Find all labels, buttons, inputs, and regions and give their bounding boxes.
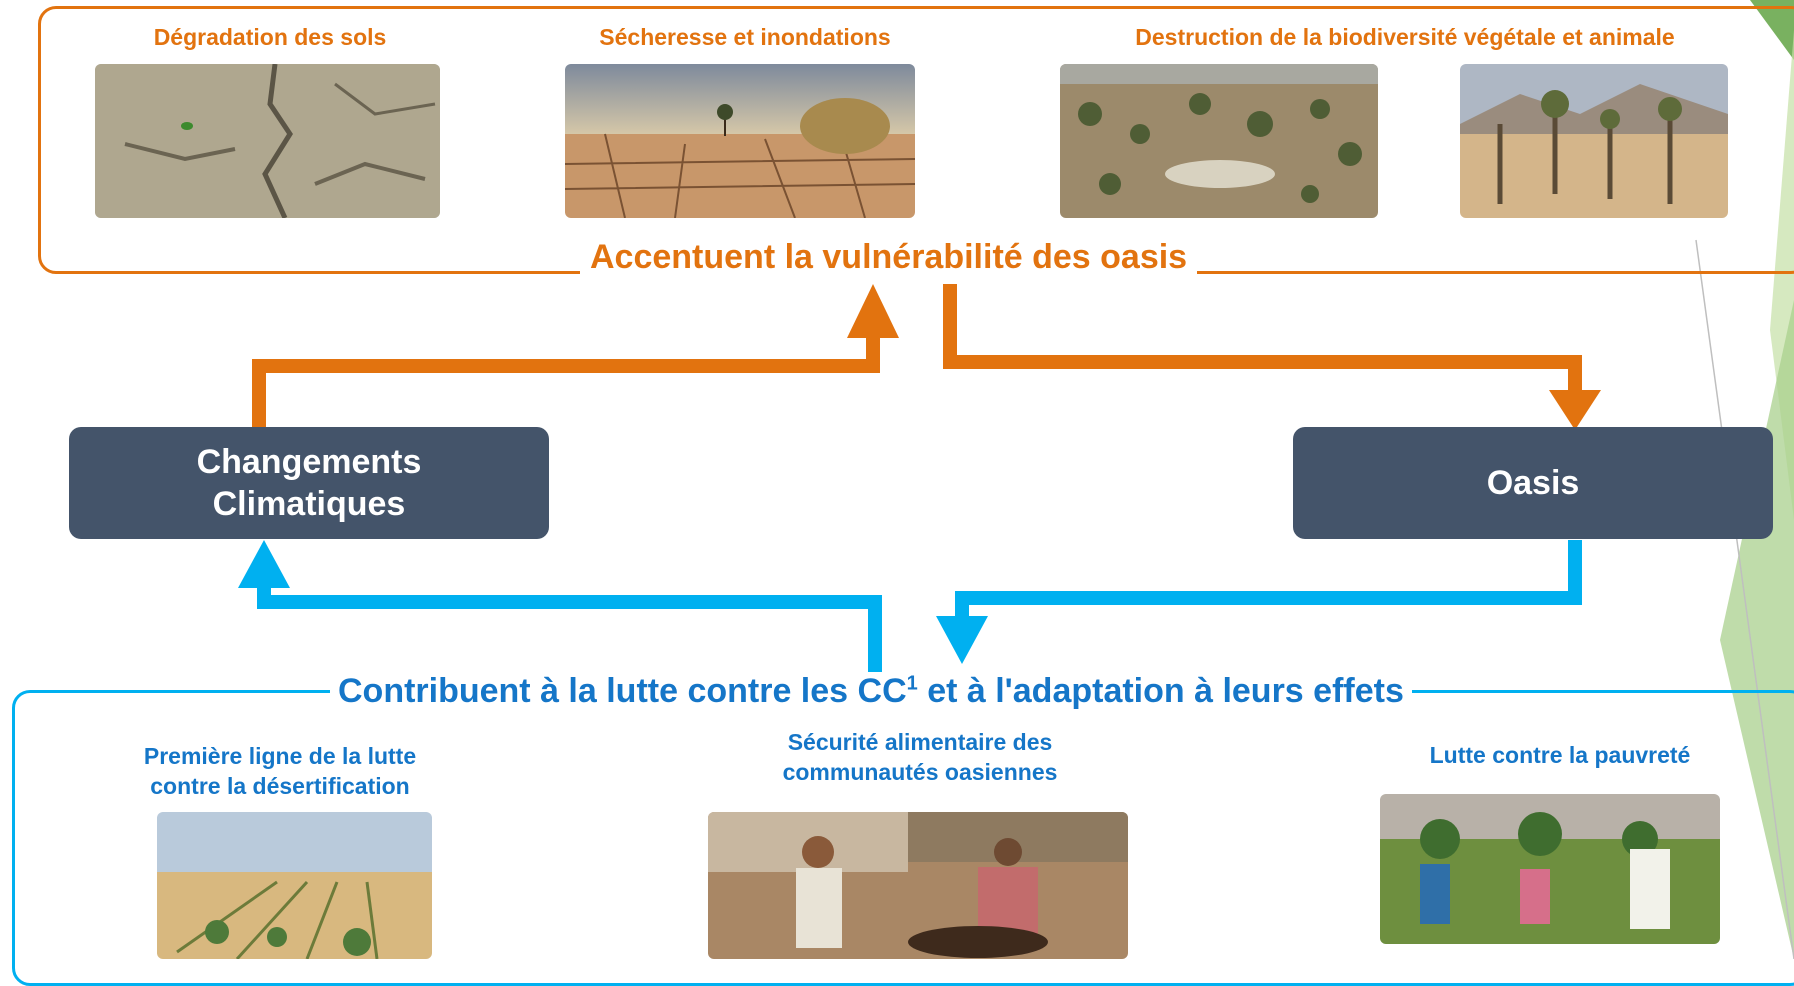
oasis-label: Oasis (1486, 463, 1580, 502)
bottom-headline: Contribuent à la lutte contre les CC1 et… (330, 672, 1412, 711)
climate-change-label: Changements Climatiques (196, 442, 422, 524)
drought-image (565, 64, 915, 218)
theme-decoration (1695, 0, 1794, 959)
soil-degradation-image (95, 64, 440, 218)
desert-animal-image (1060, 64, 1378, 218)
desertification-image (157, 812, 432, 959)
food-security-image (708, 812, 1128, 959)
climate-change-node: Changements Climatiques (69, 427, 549, 539)
dead-palms-image (1460, 64, 1728, 218)
bottom-item-label-poverty: Lutte contre la pauvreté (1429, 742, 1691, 768)
poverty-image (1380, 794, 1720, 944)
oasis-node: Oasis (1293, 427, 1773, 539)
top-item-label-soil: Dégradation des sols (153, 24, 387, 50)
bottom-item-label-food-security: Sécurité alimentaire des communautés oas… (782, 729, 1058, 785)
bottom-item-label-desertification: Première ligne de la lutte contre la dés… (143, 743, 417, 799)
bottom-headline-post: et à l'adaptation à leurs effets (917, 672, 1404, 710)
bottom-headline-pre: Contribuent à la lutte contre les CC (338, 672, 907, 710)
bottom-headline-footnote: 1 (906, 672, 918, 695)
top-item-label-drought: Sécheresse et inondations (599, 24, 891, 50)
top-item-label-biodiversity: Destruction de la biodiversité végétale … (1135, 24, 1675, 50)
top-headline: Accentuent la vulnérabilité des oasis (580, 238, 1198, 277)
